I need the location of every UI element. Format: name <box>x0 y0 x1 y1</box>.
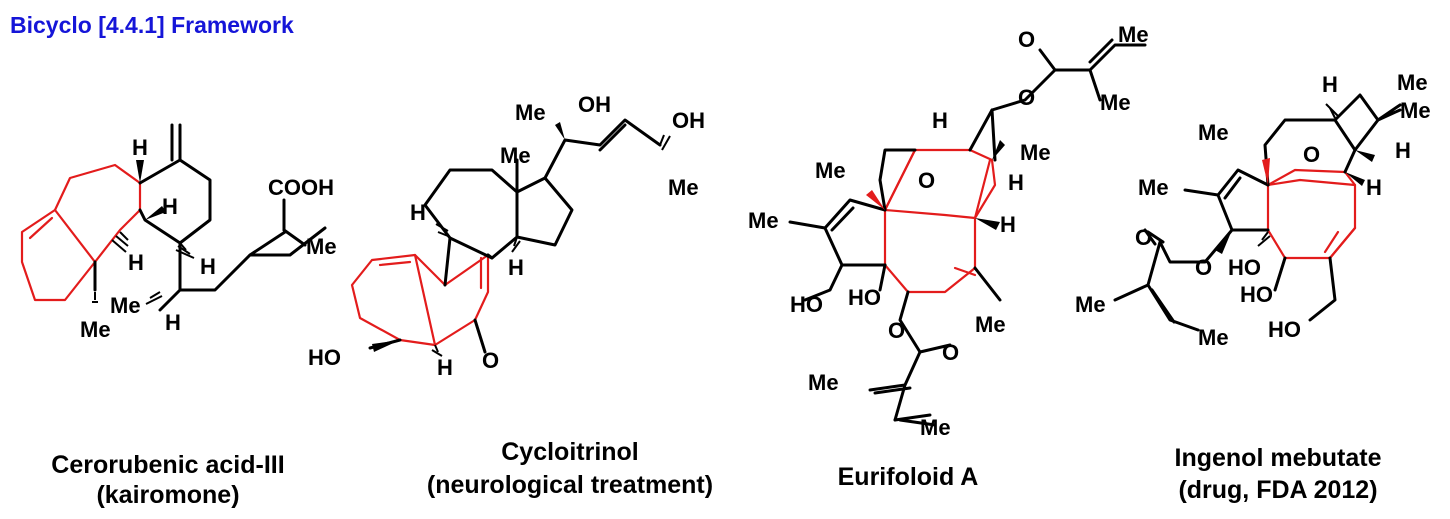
atom-label-h: H <box>437 355 453 380</box>
atom-label-ho: HO <box>790 292 823 317</box>
atom-label-me: Me <box>500 143 531 168</box>
compound-note: (drug, FDA 2012) <box>1178 476 1377 504</box>
atom-label-me: Me <box>1118 22 1149 47</box>
atom-label-h: H <box>1008 170 1024 195</box>
compound-note: (kairomone) <box>96 481 239 509</box>
atom-label-ho: HO <box>1268 317 1301 342</box>
atom-label-me: Me <box>306 234 337 259</box>
atom-label-o: O <box>1303 142 1320 167</box>
atom-label-h: H <box>128 250 144 275</box>
compound-name: Ingenol mebutate <box>1175 444 1382 472</box>
atom-label-me: Me <box>975 312 1006 337</box>
compound-name: Eurifoloid A <box>838 463 979 491</box>
atom-label-h: H <box>1395 138 1411 163</box>
atom-label-ho: HO <box>1228 255 1261 280</box>
atom-label-me: Me <box>1400 98 1431 123</box>
eurifoloid-a-structure: O Me O Me H Me H Me O H Me HO HO O Me O … <box>748 22 1149 491</box>
atom-label-o: O <box>1018 85 1035 110</box>
atom-label-o: O <box>482 348 499 373</box>
compound-name: Cycloitrinol <box>501 438 639 466</box>
atom-label-o: O <box>1195 255 1212 280</box>
atom-label-oh: OH <box>578 92 611 117</box>
atom-label-me: Me <box>1075 292 1106 317</box>
atom-label-h: H <box>132 135 148 160</box>
compound-name: Cerorubenic acid-III <box>51 451 284 479</box>
atom-label-h: H <box>508 255 524 280</box>
atom-label-o: O <box>1018 27 1035 52</box>
atom-label-o: O <box>918 168 935 193</box>
atom-label-cooh: COOH <box>268 175 334 200</box>
cerorubenic-acid-structure: H H H H H Me Me COOH Me Cerorubenic acid… <box>20 123 337 509</box>
atom-label-o: O <box>1135 225 1152 250</box>
atom-label-h: H <box>932 108 948 133</box>
atom-label-me: Me <box>1138 175 1169 200</box>
atom-label-ho: HO <box>308 345 341 370</box>
atom-label-me: Me <box>920 415 951 440</box>
atom-label-me: Me <box>1020 140 1051 165</box>
atom-label-h: H <box>1000 212 1016 237</box>
atom-label-ho: HO <box>848 285 881 310</box>
atom-label-h: H <box>1322 72 1338 97</box>
compound-note: (neurological treatment) <box>427 471 713 499</box>
atom-label-ho: HO <box>1240 282 1273 307</box>
atom-label-me: Me <box>515 100 546 125</box>
cycloitrinol-structure: Me OH OH Me Me H H HO H O Cycloitrinol (… <box>308 92 713 499</box>
atom-label-me: Me <box>1100 90 1131 115</box>
atom-label-h: H <box>200 254 216 279</box>
atom-label-h: H <box>162 194 178 219</box>
atom-label-h: H <box>1366 175 1382 200</box>
atom-label-me: Me <box>110 293 141 318</box>
atom-label-o: O <box>942 340 959 365</box>
atom-label-oh: OH <box>672 108 705 133</box>
figure-heading: Bicyclo [4.4.1] Framework <box>10 12 294 38</box>
atom-label-h: H <box>165 310 181 335</box>
atom-label-me: Me <box>815 158 846 183</box>
atom-label-me: Me <box>1198 120 1229 145</box>
atom-label-o: O <box>888 318 905 343</box>
atom-label-h: H <box>410 200 426 225</box>
atom-label-me: Me <box>748 208 779 233</box>
atom-label-me: Me <box>668 175 699 200</box>
atom-label-me: Me <box>808 370 839 395</box>
atom-label-me: Me <box>1397 70 1428 95</box>
ingenol-mebutate-structure: H Me Me Me O H Me H O O HO HO Me HO Me I… <box>1075 70 1431 504</box>
atom-label-me: Me <box>80 317 111 342</box>
atom-label-me: Me <box>1198 325 1229 350</box>
